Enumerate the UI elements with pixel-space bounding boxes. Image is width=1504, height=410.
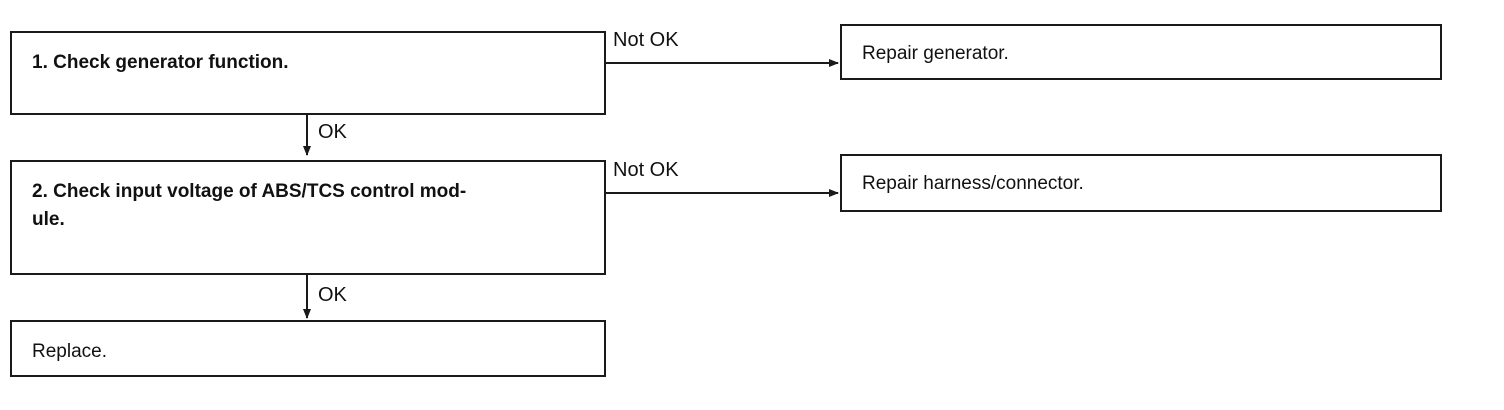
replace-box: Replace. <box>10 320 606 377</box>
repair-generator-box: Repair generator. <box>840 24 1442 80</box>
step-1-not-ok-label: Not OK <box>613 29 679 51</box>
step-1-box: 1. Check generator function. <box>10 31 606 115</box>
step-1-text: 1. Check generator function. <box>32 52 289 73</box>
replace-text: Replace. <box>32 341 107 362</box>
step-2-box: 2. Check input voltage of ABS/TCS contro… <box>10 160 606 275</box>
step-1-ok-label: OK <box>318 121 347 143</box>
step-2-not-ok-label: Not OK <box>613 159 679 181</box>
repair-harness-text: Repair harness/connector. <box>862 173 1084 194</box>
step-2-ok-label: OK <box>318 284 347 306</box>
repair-generator-text: Repair generator. <box>862 43 1009 64</box>
repair-harness-box: Repair harness/connector. <box>840 154 1442 212</box>
step-2-text: 2. Check input voltage of ABS/TCS contro… <box>32 181 467 230</box>
